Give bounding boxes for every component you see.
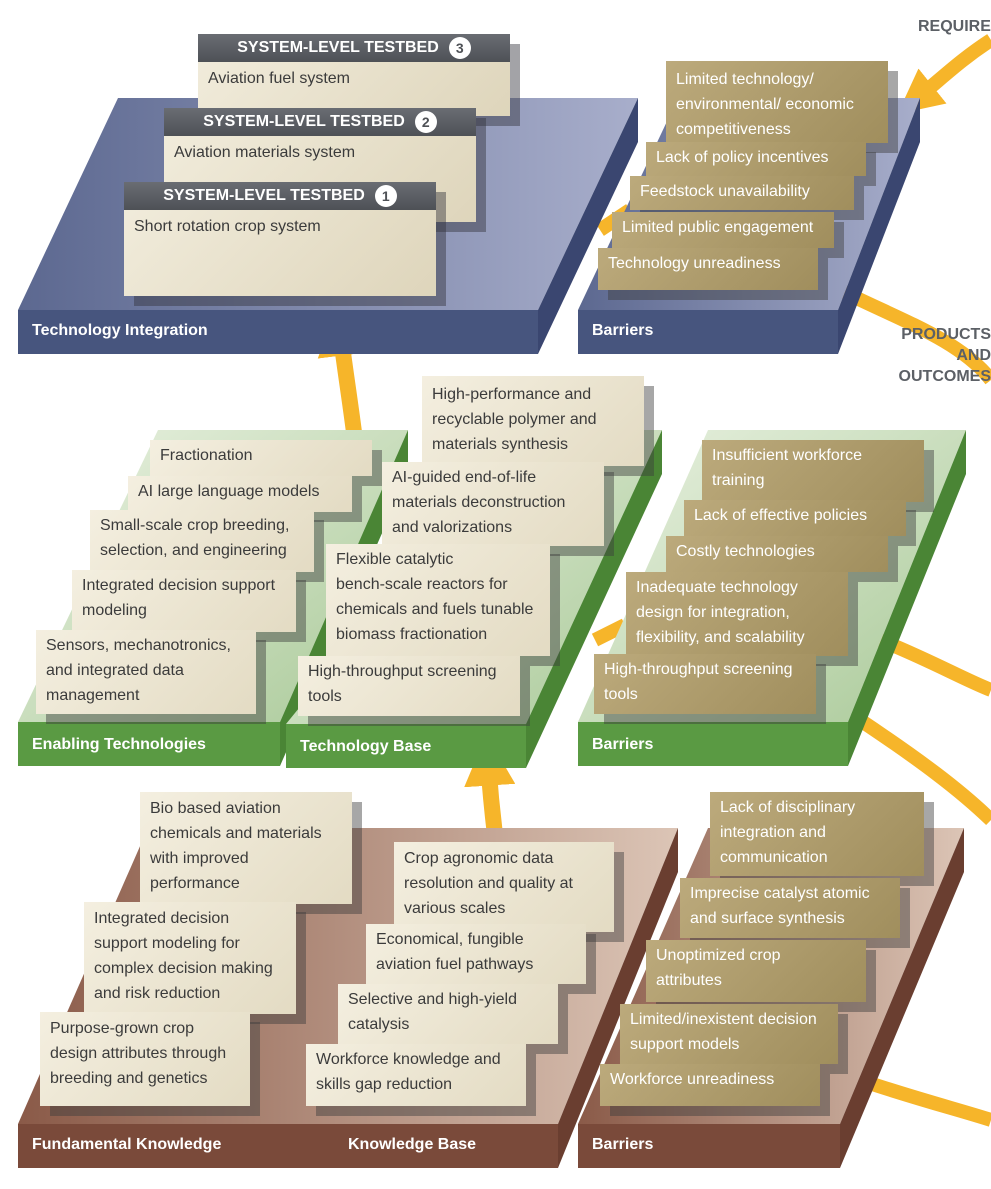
technology-integration-label: Technology Integration: [32, 322, 208, 339]
products-outcomes-label: PRODUCTS AND OUTCOMES: [898, 326, 991, 385]
enabling-tech-card: Sensors, mechanotronics, and integrated …: [36, 630, 256, 714]
testbed-number-badge: 3: [448, 37, 471, 59]
testbed-description: Aviation fuel system: [208, 70, 350, 87]
bottom-barrier-card: Limited/inexistent decision support mode…: [620, 1004, 838, 1064]
testbed-3: SYSTEM-LEVEL TESTBED 3 Aviation fuel syst…: [198, 34, 510, 116]
enabling-tech-card: Small-scale crop breeding, selection, an…: [90, 510, 314, 572]
enabling-tech-card: Integrated decision support modeling: [72, 570, 296, 632]
knowledge-base-card: Economical, fungible aviation fuel pathw…: [366, 924, 586, 984]
bottom-barriers-label: Barriers: [592, 1136, 654, 1153]
top-barriers-label: Barriers: [592, 322, 654, 339]
technology-base-label: Technology Base: [300, 738, 432, 755]
fundamental-knowledge-card: Bio based aviation chemicals and materia…: [140, 792, 352, 904]
bottom-barrier-card: Workforce unreadiness: [600, 1064, 820, 1106]
middle-barriers-label: Barriers: [592, 736, 654, 753]
testbed-number-badge: 2: [414, 111, 437, 133]
arrow-mid-barriers-out-2: [856, 714, 991, 826]
top-barrier-card: Technology unreadiness: [598, 248, 818, 290]
knowledge-base-card: Crop agronomic data resolution and quali…: [394, 842, 614, 932]
arrow-knowledge-to-technology: [464, 734, 516, 836]
fundamental-knowledge-card: Purpose-grown crop design attributes thr…: [40, 1012, 250, 1106]
middle-barrier-card: High-throughput screening tools: [594, 654, 816, 714]
testbed-title: SYSTEM-LEVEL TESTBED: [203, 113, 405, 130]
technology-base-card: Flexible catalytic bench-scale reactors …: [326, 544, 550, 656]
middle-barrier-card: Costly technologies: [666, 536, 888, 572]
middle-barrier-card: Inadequate technology design for integra…: [626, 572, 848, 656]
testbed-title: SYSTEM-LEVEL TESTBED: [237, 39, 439, 56]
bottom-barrier-card: Lack of disciplinary integration and com…: [710, 792, 924, 876]
knowledge-base-card: Workforce knowledge and skills gap reduc…: [306, 1044, 526, 1106]
fundamental-knowledge-card: Integrated decision support modeling for…: [84, 902, 296, 1014]
enabling-tech-card: AI large language models: [128, 476, 352, 512]
top-barrier-card: Feedstock unavailability: [630, 176, 854, 210]
top-barrier-card: Limited public engagement: [612, 212, 834, 248]
middle-barrier-card: Insufficient workforce training: [702, 440, 924, 502]
fundamental-knowledge-label: Fundamental Knowledge: [32, 1136, 222, 1153]
bottom-barrier-card: Unoptimized crop attributes: [646, 940, 866, 1002]
enabling-technologies-label: Enabling Technologies: [32, 736, 206, 753]
bottom-barrier-card: Imprecise catalyst atomic and surface sy…: [680, 878, 900, 938]
arrow-top-barriers-out: [836, 283, 991, 385]
required-label: REQUIRED: [918, 18, 991, 35]
arrow-required-in: [897, 34, 991, 114]
arrow-bot-barriers-out: [857, 1073, 991, 1127]
testbed-description: Aviation materials system: [174, 144, 356, 161]
testbed-1: SYSTEM-LEVEL TESTBED 1 Short rotation cro…: [124, 182, 436, 296]
arrow-mid-connector: [591, 618, 629, 647]
technology-base-card: High-performance and recyclable polymer …: [422, 376, 644, 466]
knowledge-base-label: Knowledge Base: [348, 1136, 477, 1153]
top-barrier-card: Lack of policy incentives: [646, 142, 866, 176]
testbed-title: SYSTEM-LEVEL TESTBED: [163, 187, 365, 204]
enabling-tech-card: Fractionation: [150, 440, 372, 476]
technology-base-card: AI-guided end-of-life materials deconstr…: [382, 462, 604, 546]
technology-base-card: High-throughput screening tools: [298, 656, 520, 716]
middle-barrier-card: Lack of effective policies: [684, 500, 906, 536]
knowledge-base-card: Selective and high-yield catalysis: [338, 984, 558, 1044]
testbed-number-badge: 1: [374, 185, 397, 207]
testbed-description: Short rotation crop system: [134, 218, 321, 235]
top-barrier-card: Limited technology/ environmental/ econo…: [666, 61, 888, 143]
